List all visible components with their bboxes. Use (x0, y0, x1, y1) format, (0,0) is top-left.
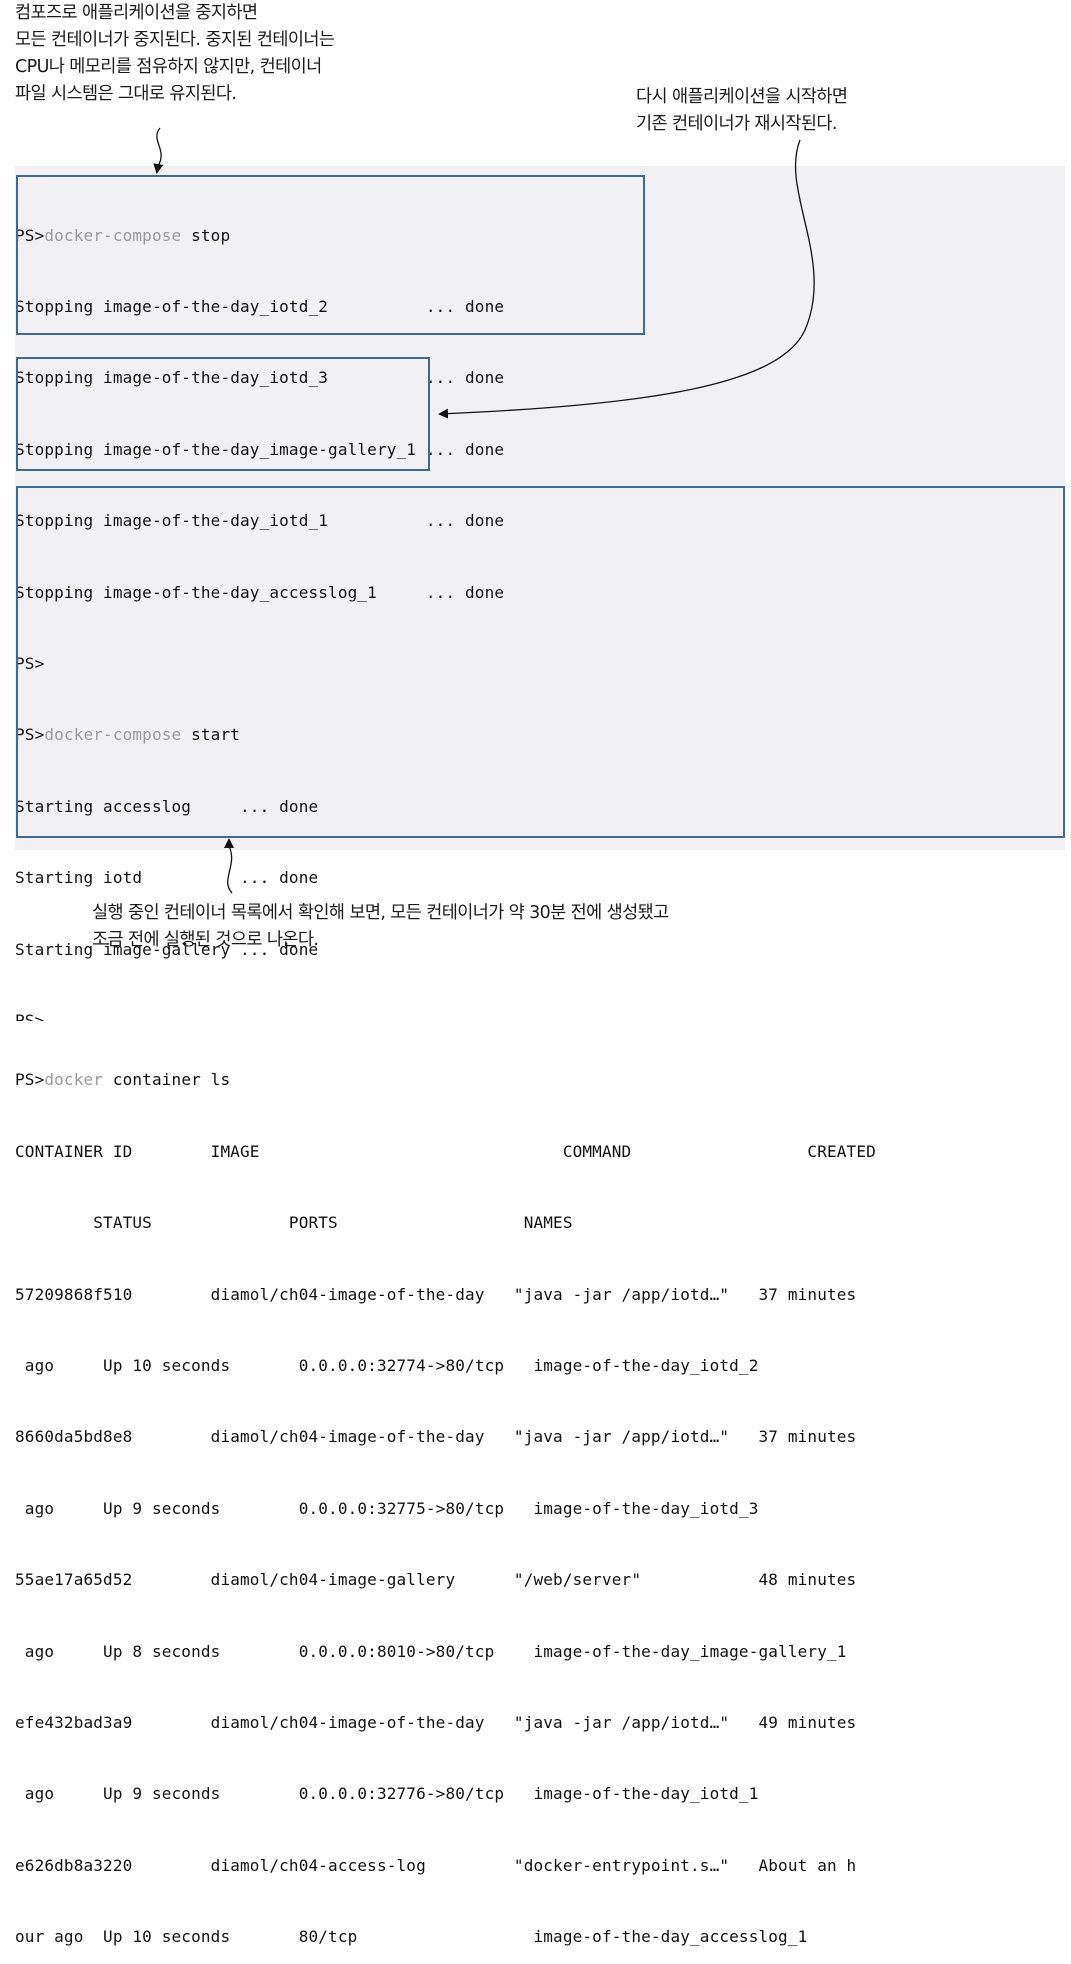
command-args: start (181, 725, 241, 745)
annotation-line: CPU나 메모리를 점유하지 않지만, 컨테이너 (15, 57, 322, 77)
table-row: ago Up 10 seconds 0.0.0.0:32774->80/tcp … (15, 1356, 759, 1376)
command-line: PS>docker container ls (15, 1068, 876, 1092)
annotation-stop: 컴포즈로 애플리케이션을 중지하면 모든 컨테이너가 중지된다. 중지된 컨테이… (15, 0, 335, 108)
terminal-window (15, 166, 1065, 850)
prompt: PS> (15, 725, 45, 745)
command-program: docker (44, 1070, 104, 1090)
output-line: Stopping image-of-the-day_iotd_1 ... don… (15, 511, 505, 531)
annotation-line: 컴포즈로 애플리케이션을 중지하면 (15, 3, 258, 23)
output-line: Starting accesslog ... done (15, 796, 319, 816)
table-row: our ago Up 10 seconds 80/tcp image-of-th… (15, 1927, 808, 1947)
annotation-arrows (153, 127, 815, 894)
annotation-line: 조금 전에 실행된 것으로 나온다. (92, 930, 319, 950)
table-row: 57209868f510 diamol/ch04-image-of-the-da… (15, 1284, 857, 1304)
command-program: docker-compose (44, 225, 182, 245)
annotation-container-list: 실행 중인 컨테이너 목록에서 확인해 보면, 모든 컨테이너가 약 30분 전… (92, 900, 669, 954)
command-program: docker-compose (44, 725, 182, 745)
output-line: Stopping image-of-the-day_iotd_3 ... don… (15, 368, 505, 388)
annotation-start: 다시 애플리케이션을 시작하면 기존 컨테이너가 재시작된다. (636, 84, 848, 138)
command-args: container ls (103, 1070, 231, 1090)
arrow-to-stop-box (153, 127, 164, 174)
command-line: PS>docker-compose stop (15, 224, 876, 248)
arrow-to-start-box (438, 139, 815, 419)
table-row: e626db8a3220 diamol/ch04-access-log "doc… (15, 1855, 857, 1875)
table-row: 8660da5bd8e8 diamol/ch04-image-of-the-da… (15, 1427, 857, 1447)
table-header: CONTAINER ID IMAGE COMMAND CREATED (15, 1141, 876, 1161)
output-line: Starting iotd ... done (15, 868, 319, 888)
annotation-line: 실행 중인 컨테이너 목록에서 확인해 보면, 모든 컨테이너가 약 30분 전… (92, 903, 669, 923)
prompt-line: PS> (15, 653, 45, 673)
prompt: PS> (15, 1070, 45, 1090)
output-line: Starting image-gallery ... done (15, 939, 319, 959)
annotation-line: 다시 애플리케이션을 시작하면 (636, 87, 848, 107)
output-line: Stopping image-of-the-day_accesslog_1 ..… (15, 582, 505, 602)
table-row: ago Up 8 seconds 0.0.0.0:8010->80/tcp im… (15, 1641, 847, 1661)
command-args: stop (181, 225, 231, 245)
prompt-line: PS> (15, 1010, 45, 1021)
table-row: 55ae17a65d52 diamol/ch04-image-gallery "… (15, 1570, 857, 1590)
table-row: ago Up 9 seconds 0.0.0.0:32776->80/tcp i… (15, 1784, 759, 1804)
annotation-line: 모든 컨테이너가 중지된다. 중지된 컨테이너는 (15, 30, 335, 50)
table-row: ago Up 9 seconds 0.0.0.0:32775->80/tcp i… (15, 1498, 759, 1518)
table-header: STATUS PORTS NAMES (15, 1213, 573, 1233)
annotation-line: 기존 컨테이너가 재시작된다. (636, 114, 837, 134)
highlight-box-start (16, 357, 430, 471)
highlight-box-container-ls (16, 486, 1065, 838)
prompt: PS> (15, 225, 45, 245)
table-row: efe432bad3a9 diamol/ch04-image-of-the-da… (15, 1713, 857, 1732)
arrow-to-ls-box (224, 838, 234, 894)
output-line: Stopping image-of-the-day_iotd_2 ... don… (15, 296, 505, 316)
highlight-box-stop (16, 175, 645, 335)
annotation-line: 파일 시스템은 그대로 유지된다. (15, 84, 237, 104)
command-line: PS>docker-compose start (15, 723, 876, 747)
output-line: Stopping image-of-the-day_image-gallery_… (15, 439, 505, 459)
